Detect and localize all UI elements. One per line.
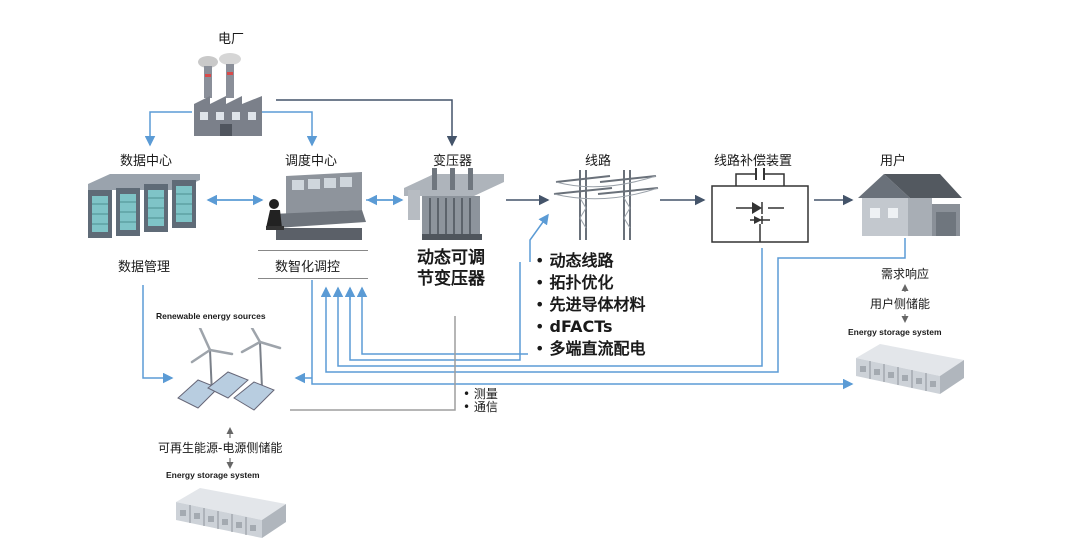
- plant-dispatch-wire: [262, 111, 318, 147]
- transformer-note-line-2: 节变压器: [417, 269, 485, 289]
- user-storage-label: 用户侧储能: [870, 297, 931, 311]
- transmission-tower-icon: [553, 170, 659, 240]
- measure-comm-wire: [290, 316, 456, 411]
- list-item: dFACTs: [535, 316, 646, 338]
- measure-comm-note: • 测量 • 通信: [463, 387, 498, 414]
- list-item: 拓扑优化: [535, 272, 646, 294]
- plant-datacenter-wire: [144, 111, 192, 147]
- control-console-icon: [266, 172, 366, 240]
- data-management-label: 数据管理: [118, 260, 171, 275]
- comm-label: 通信: [473, 400, 498, 414]
- measure-label: 测量: [473, 387, 498, 401]
- power-plant-icon: [194, 53, 262, 136]
- wind-solar-icon: [177, 328, 282, 411]
- list-item: 多端直流配电: [535, 338, 646, 360]
- feedback-line-wire: [529, 213, 549, 262]
- power-plant-label: 电厂: [218, 32, 245, 47]
- user-label: 用户: [880, 154, 907, 169]
- transformer-icon: [404, 168, 504, 240]
- demand-response-label: 需求响应: [881, 267, 930, 281]
- list-item: 先进导体材料: [535, 294, 646, 316]
- battery-storage-icon: [856, 344, 964, 394]
- transformer-label: 变压器: [433, 154, 473, 169]
- plant-transformer-wire: [276, 99, 458, 147]
- renewable-title: Renewable energy sources: [156, 311, 266, 321]
- line-feature-list: 动态线路 拓扑优化 先进导体材料 dFACTs 多端直流配电: [535, 250, 646, 360]
- renewable-storage-label: Energy storage system: [166, 470, 260, 480]
- renewable-caption: 可再生能源-电源侧储能: [158, 441, 283, 455]
- user-storage-system-label: Energy storage system: [848, 327, 942, 337]
- compensator-feedback-wire: [332, 248, 763, 367]
- datamgmt-renewable-wire: [142, 285, 174, 384]
- line-label: 线路: [585, 154, 612, 169]
- user-feedback-wire: [320, 238, 906, 373]
- storage-feedback-wire: [311, 378, 854, 390]
- server-rack-icon: [88, 174, 200, 238]
- smart-dispatch-label: 数智化调控: [275, 260, 341, 275]
- list-item: 动态线路: [535, 250, 646, 272]
- house-icon: [858, 174, 962, 236]
- transformer-note-line-1: 动态可调: [417, 248, 485, 268]
- dispatch-center-label: 调度中心: [285, 154, 338, 169]
- battery-storage-icon: [176, 488, 286, 538]
- data-center-label: 数据中心: [120, 154, 173, 169]
- transformer-note: 动态可调 节变压器: [404, 248, 498, 290]
- line-compensator-label: 线路补偿装置: [714, 154, 793, 169]
- compensator-circuit-icon: [711, 168, 809, 243]
